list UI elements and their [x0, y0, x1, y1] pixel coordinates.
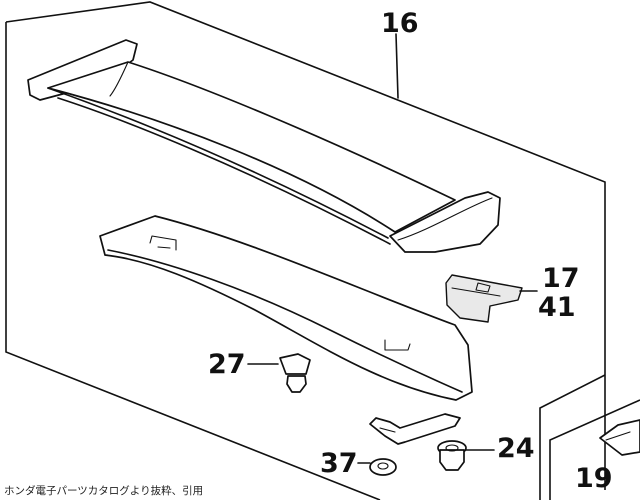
grommet-37: [369, 458, 397, 476]
label-19: 19: [575, 463, 613, 494]
label-27: 27: [208, 349, 246, 380]
nut-24: [437, 440, 467, 471]
adjacent-part-19: [599, 419, 640, 456]
label-41: 41: [538, 292, 576, 323]
label-37: 37: [320, 448, 358, 479]
clip-27: [279, 353, 311, 393]
spoiler-wing-16: [27, 39, 501, 253]
source-caption: ホンダ電子パーツカタログより抜粋、引用: [4, 484, 203, 497]
leader-16: [395, 33, 399, 99]
assembly-border: [5, 1, 606, 500]
adjacent-assembly-border: [549, 399, 640, 500]
label-24: 24: [497, 433, 535, 464]
label-16: 16: [381, 8, 419, 39]
bracket-17: [445, 274, 523, 323]
label-17: 17: [542, 263, 580, 294]
spoiler-base: [99, 215, 473, 401]
stay-bracket: [369, 413, 461, 445]
